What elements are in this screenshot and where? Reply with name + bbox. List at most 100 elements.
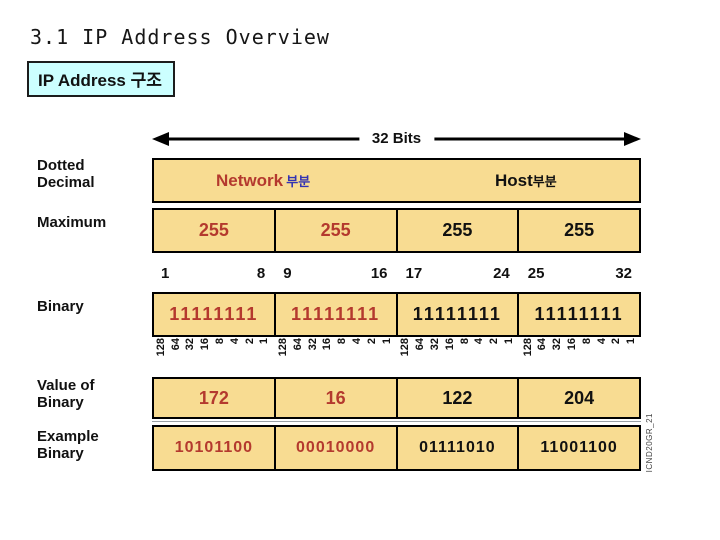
- figure-id-text: ICND20GR_21: [644, 412, 654, 472]
- host-label: Host: [495, 170, 533, 190]
- bit-index: 24: [493, 265, 510, 282]
- subtitle-badge: IP Address 구조: [27, 61, 175, 97]
- bit-index: 16: [370, 265, 388, 282]
- example-octet-1: 10101100: [174, 439, 254, 456]
- row-label-binary: Binary: [37, 298, 84, 315]
- bit-index: 25: [527, 265, 545, 282]
- place-value: 4: [228, 338, 243, 379]
- place-values-octet-2: 128 64 32 16 8 4 2 1: [274, 338, 396, 379]
- row-label-maximum: Maximum: [37, 214, 107, 231]
- place-value: 64: [413, 338, 428, 379]
- place-value: 2: [365, 338, 380, 379]
- place-value-text: 128: [154, 338, 167, 357]
- binary-octet-4: 11111111: [517, 294, 639, 335]
- place-value: 64: [169, 338, 184, 379]
- row-label-line: Dotted: [37, 157, 85, 174]
- place-value: 128: [399, 338, 414, 379]
- bit-place-values: 128 64 32 16 8 4 2 1 128 64 32 16 8 4 2 …: [152, 338, 641, 379]
- host-part-label: Host부분: [495, 171, 557, 191]
- row-label-value-of-binary: Value of Binary: [37, 377, 95, 411]
- place-value: 4: [350, 338, 365, 379]
- place-value-text: 2: [610, 338, 623, 345]
- place-value: 16: [321, 338, 336, 379]
- place-value-text: 8: [214, 338, 227, 345]
- network-suffix: 부분: [286, 173, 311, 189]
- maximum-octet-3: 255: [395, 210, 518, 251]
- value-octet-4: 204: [517, 379, 639, 417]
- row-label-example-binary: Example Binary: [37, 428, 99, 462]
- place-value-text: 2: [365, 338, 378, 345]
- example-octet-3: 01111010: [395, 427, 518, 469]
- place-value-text: 64: [169, 338, 182, 351]
- place-value-text: 16: [321, 338, 334, 351]
- bit-range-octet-3: 17 24: [397, 265, 519, 282]
- place-value: 16: [565, 338, 580, 379]
- bit-range-octet-2: 9 16: [274, 265, 396, 282]
- example-binary-row: 10101100 00010000 01111010 11001100: [152, 425, 641, 471]
- bit-index-scale: 1 8 9 16 17 24 25 32: [152, 265, 641, 282]
- maximum-row: 255 255 255 255: [152, 208, 641, 253]
- place-value-text: 32: [551, 338, 564, 351]
- network-part-label: Network 부분: [216, 171, 310, 191]
- place-value: 32: [184, 338, 199, 379]
- bits-arrow-label: 32 Bits: [358, 129, 435, 147]
- place-value-text: 16: [199, 338, 212, 351]
- maximum-octet-4: 255: [517, 210, 639, 251]
- bit-index: 8: [256, 265, 266, 282]
- place-value-text: 128: [521, 338, 534, 357]
- place-values-octet-3: 128 64 32 16 8 4 2 1: [397, 338, 519, 379]
- place-value: 128: [154, 338, 169, 379]
- place-value: 4: [595, 338, 610, 379]
- place-value-text: 1: [502, 338, 515, 345]
- bit-range-octet-4: 25 32: [519, 265, 641, 282]
- bit-index: 9: [283, 265, 292, 282]
- place-value-text: 8: [336, 338, 349, 345]
- place-value: 2: [487, 338, 502, 379]
- binary-octet-1: 11111111: [169, 304, 259, 324]
- place-value-text: 2: [243, 338, 256, 345]
- place-value-text: 4: [351, 338, 364, 345]
- place-value-text: 8: [580, 338, 593, 345]
- bit-index: 17: [405, 265, 423, 282]
- place-value: 8: [580, 338, 595, 379]
- place-value: 4: [472, 338, 487, 379]
- place-value: 2: [243, 338, 258, 379]
- place-value: 64: [536, 338, 551, 379]
- place-value-text: 32: [428, 338, 441, 351]
- page-title: 3.1 IP Address Overview: [30, 25, 330, 49]
- place-value-text: 2: [488, 338, 501, 345]
- example-octet-4: 11001100: [517, 427, 639, 469]
- figure-id-watermark: ICND20GR_21: [643, 398, 655, 472]
- row-label-line: Example: [37, 428, 99, 445]
- place-value: 8: [458, 338, 473, 379]
- place-value: 32: [306, 338, 321, 379]
- row-label-line: Value of: [37, 377, 95, 394]
- binary-octet-2: 11111111: [273, 294, 396, 335]
- value-of-binary-row: 172 16 122 204: [152, 377, 641, 419]
- place-value: 128: [521, 338, 536, 379]
- place-value-text: 32: [306, 338, 319, 351]
- place-value-text: 64: [536, 338, 549, 351]
- place-value: 8: [213, 338, 228, 379]
- example-octet-2: 00010000: [273, 427, 396, 469]
- host-suffix: 부분: [532, 173, 557, 189]
- place-value-text: 64: [291, 338, 304, 351]
- place-value: 64: [291, 338, 306, 379]
- row-label-dotted-decimal: Dotted Decimal: [37, 157, 95, 191]
- place-value: 1: [502, 338, 517, 379]
- row-label-line: Decimal: [37, 174, 95, 191]
- place-value: 32: [428, 338, 443, 379]
- row-label-line: Binary: [37, 394, 84, 411]
- place-value: 2: [609, 338, 624, 379]
- place-value: 1: [624, 338, 639, 379]
- place-value-text: 1: [380, 338, 393, 345]
- place-value-text: 32: [184, 338, 197, 351]
- place-value-text: 4: [473, 338, 486, 345]
- bit-range-octet-1: 1 8: [152, 265, 274, 282]
- place-value: 1: [257, 338, 272, 379]
- bit-index: 1: [161, 265, 170, 282]
- place-value-text: 4: [595, 338, 608, 345]
- maximum-octet-2: 255: [273, 210, 396, 251]
- dotted-decimal-row: Network 부분 Host부분: [152, 158, 641, 203]
